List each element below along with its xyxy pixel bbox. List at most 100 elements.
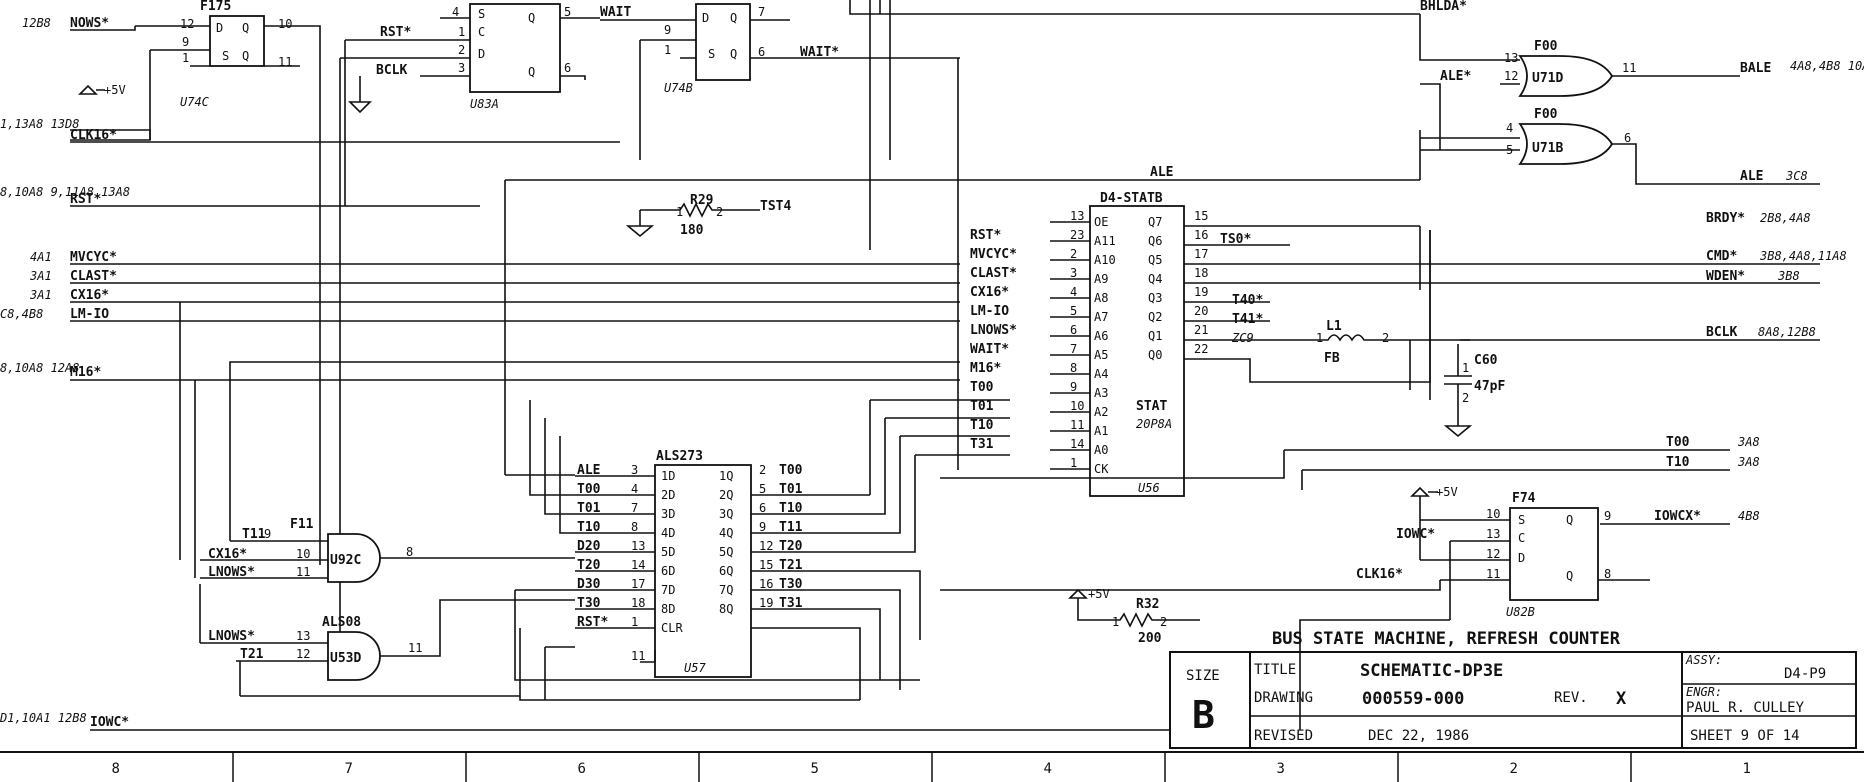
u92c-and-gate: F11 U92C 9 10 11 8 T11 CX16* LNOWS* xyxy=(208,517,413,583)
u56-inputs: OE13A1123RST*A102MVCYC*A93CLAST*A84CX16*… xyxy=(970,209,1116,476)
u74c-pin-qn: Q xyxy=(242,49,249,63)
l1-value: FB xyxy=(1324,351,1340,366)
u82b-pin-d: D xyxy=(1518,551,1525,565)
u56-input-net: LM-IO xyxy=(970,304,1009,319)
u57-input-pin: 14 xyxy=(631,558,645,572)
zone-label: 2 xyxy=(1510,761,1518,777)
u57-input-pin: 1 xyxy=(631,615,638,629)
zone-label: 7 xyxy=(345,761,353,777)
zone-label: 5 xyxy=(811,761,819,777)
u53d-pin12: 12 xyxy=(296,647,310,661)
u56-ref: U56 xyxy=(1138,481,1160,495)
u82b-pin-s: S xyxy=(1518,513,1525,527)
u57-input-net: T30 xyxy=(577,596,601,611)
u57-output-name: 1Q xyxy=(719,469,733,483)
title-value: SCHEMATIC-DP3E xyxy=(1360,661,1503,681)
left-signal-name: RST* xyxy=(70,192,101,207)
u56-input-net: CX16* xyxy=(970,285,1009,300)
u56-input-pin: 3 xyxy=(1070,266,1077,280)
u57-register: ALS273 U57 1D3ALE2D4T003D7T014D8T105D13D… xyxy=(575,449,803,678)
u57-output-pin: 12 xyxy=(759,539,773,553)
u56-input-net: MVCYC* xyxy=(970,247,1017,262)
u56-output-name: Q3 xyxy=(1148,291,1162,305)
u74c-pin-11: 11 xyxy=(278,55,292,69)
u57-input-net: T10 xyxy=(577,520,601,535)
u57-output-pin: 15 xyxy=(759,558,773,572)
u83a-pin-d: D xyxy=(478,47,485,61)
u56-input-pin: 11 xyxy=(1070,418,1084,432)
l1-pin2: 2 xyxy=(1382,331,1389,345)
u83a-pin-5: 5 xyxy=(564,5,571,19)
u56-input-name: A1 xyxy=(1094,424,1108,438)
u74c-flipflop: F175 D Q S Q 12 9 1 10 11 U74C xyxy=(180,0,292,109)
r32-value: 200 xyxy=(1138,631,1162,646)
u92c-t11: T11 xyxy=(242,527,266,542)
u71d-pin11: 11 xyxy=(1622,61,1636,75)
left-signal-labels: 12B8 NOWS* 1,13A8 13D8 CLK16* 8,10A8 9,1… xyxy=(0,16,130,730)
left-signal-ref: 1,13A8 13D8 xyxy=(0,117,79,131)
u74b-pin-s: S xyxy=(708,47,715,61)
u57-input-name: 2D xyxy=(661,488,675,502)
u92c-pin11: 11 xyxy=(296,565,310,579)
left-signal-name: LM-IO xyxy=(70,307,109,322)
u83a-rst-label: RST* xyxy=(380,25,411,40)
u57-input-pin: 3 xyxy=(631,463,638,477)
zc9-label: ZC9 xyxy=(1231,331,1254,345)
t40-label: T40* xyxy=(1232,293,1263,308)
right-signal-name: BCLK xyxy=(1706,325,1737,340)
u92c-lnows: LNOWS* xyxy=(208,565,255,580)
u83a-pin-c: C xyxy=(478,25,485,39)
u82b-pin11: 11 xyxy=(1486,567,1500,581)
r29-net: TST4 xyxy=(760,199,791,214)
right-signal-ref: 3A8 xyxy=(1737,455,1760,469)
u92c-pin10: 10 xyxy=(296,547,310,561)
u57-ref: U57 xyxy=(684,661,706,675)
size-label: SIZE xyxy=(1186,668,1220,684)
u57-input-pin: 17 xyxy=(631,577,645,591)
u57-input-pin: 4 xyxy=(631,482,638,496)
right-signal-ref: 4B8 xyxy=(1738,509,1760,523)
u82b-pin8: 8 xyxy=(1604,567,1611,581)
left-signal-ref: 8,10A8 12A8 xyxy=(0,361,79,375)
u56-input-net: M16* xyxy=(970,361,1001,376)
u74c-pin-9: 9 xyxy=(182,35,189,49)
right-signal-name: WDEN* xyxy=(1706,269,1745,284)
u57-input-name: 8D xyxy=(661,602,675,616)
c60-pin1: 1 xyxy=(1462,361,1469,375)
right-signal-labels: BALE 4A8,4B8 10A8,12C8 ALE 3C8 BRDY* 2B8… xyxy=(1654,59,1864,524)
u74b-pin-d: D xyxy=(702,11,709,25)
u57-output-name: 5Q xyxy=(719,545,733,559)
r29-ref: R29 xyxy=(690,193,713,208)
u57-input-name: 1D xyxy=(661,469,675,483)
plus5v-symbol-b: +5V xyxy=(1410,485,1458,499)
u83a-ref: U83A xyxy=(470,97,499,111)
u56-input-net: T01 xyxy=(970,399,994,414)
engr-label: ENGR: xyxy=(1686,685,1722,699)
u56-input-name: A0 xyxy=(1094,443,1108,457)
u57-input-net: ALE xyxy=(577,463,600,478)
u56-output-name: Q1 xyxy=(1148,329,1162,343)
right-signal-name: BHLDA* xyxy=(1420,0,1467,14)
l1-inductor: L1 FB 1 2 xyxy=(1290,319,1470,390)
u82b-pin13: 13 xyxy=(1486,527,1500,541)
u53d-and-gate: ALS08 U53D 13 12 11 LNOWS* T21 xyxy=(208,615,422,681)
u82b-type: F74 xyxy=(1512,491,1536,506)
u57-output-net: T10 xyxy=(779,501,803,516)
u57-input-net: D20 xyxy=(577,539,601,554)
u56-input-pin: 14 xyxy=(1070,437,1084,451)
u57-type: ALS273 xyxy=(656,449,703,464)
u57-input-name: 5D xyxy=(661,545,675,559)
u57-output-pin: 19 xyxy=(759,596,773,610)
l1-ref: L1 xyxy=(1326,319,1342,334)
u56-input-net: T10 xyxy=(970,418,994,433)
plus5v-symbol-a: +5V xyxy=(78,83,126,97)
left-signal-name: NOWS* xyxy=(70,16,109,31)
u92c-type: F11 xyxy=(290,517,314,532)
u56-input-pin: 23 xyxy=(1070,228,1084,242)
u56-output-pin: 20 xyxy=(1194,304,1208,318)
u57-input-pin: 13 xyxy=(631,539,645,553)
u56-input-name: A8 xyxy=(1094,291,1108,305)
